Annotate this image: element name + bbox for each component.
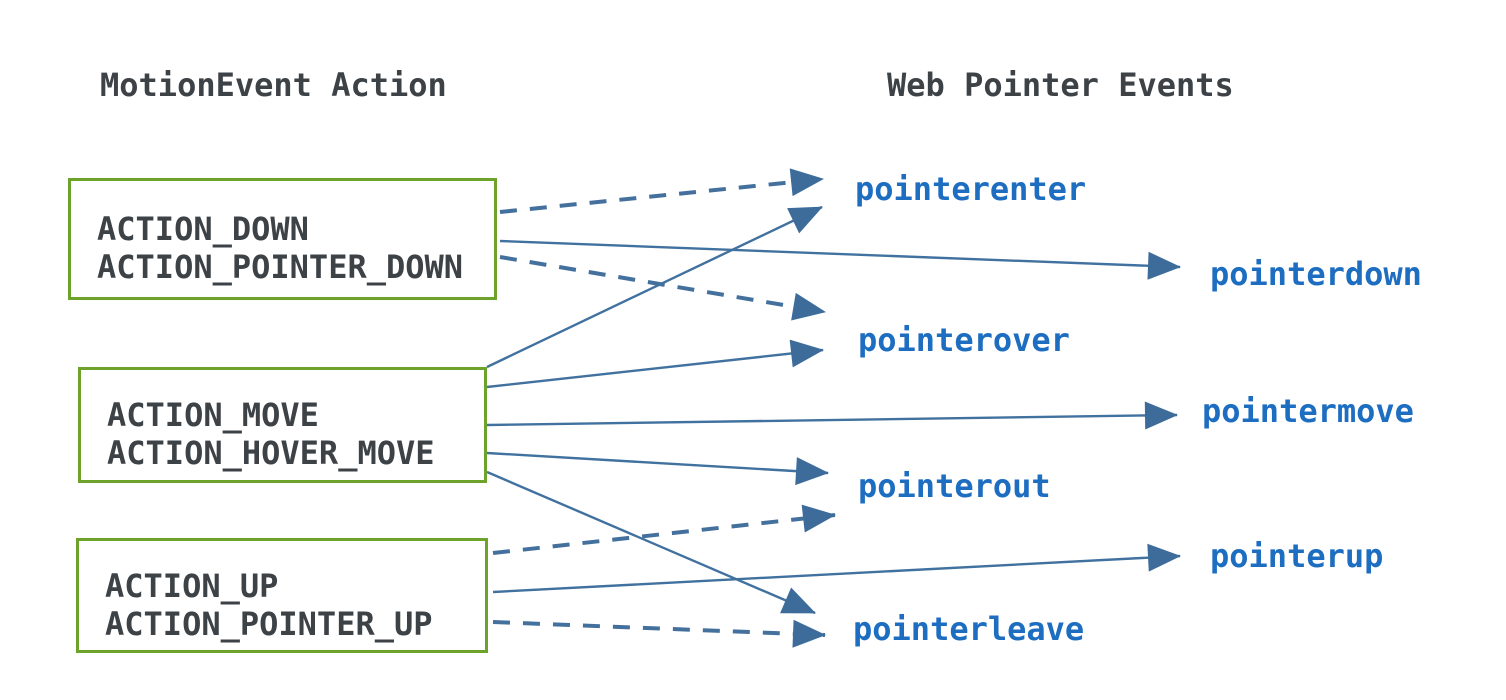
- arrow-up-to-pointerout-dashed: [492, 504, 836, 555]
- event-label-pointermove: pointermove: [1202, 392, 1414, 430]
- action-label: ACTION_DOWN: [97, 210, 309, 248]
- column-header-web-pointer-events: Web Pointer Events: [887, 66, 1234, 104]
- event-label-pointerup: pointerup: [1210, 537, 1384, 575]
- arrow-move-to-pointermove-solid: [486, 401, 1178, 430]
- arrow-down-to-pointerdown-solid: [499, 239, 1181, 280]
- event-label-pointerover: pointerover: [858, 321, 1070, 359]
- action-label: ACTION_POINTER_UP: [105, 604, 433, 643]
- action-label: ACTION_UP: [105, 566, 279, 605]
- event-label-pointerleave: pointerleave: [853, 610, 1085, 648]
- arrow-up-to-pointerup-solid: [492, 543, 1181, 594]
- action-label: ACTION_POINTER_DOWN: [97, 248, 464, 286]
- arrow-down-to-pointerenter-dashed: [499, 168, 824, 214]
- arrow-move-to-pointerover-solid: [486, 339, 824, 389]
- column-header-motionevent-action: MotionEvent Action: [100, 66, 447, 104]
- arrow-up-to-pointerleave-dashed: [492, 619, 826, 648]
- arrow-move-to-pointerout-solid: [486, 451, 829, 486]
- action-label: ACTION_MOVE: [107, 396, 319, 434]
- action-label: ACTION_HOVER_MOVE: [107, 434, 435, 472]
- event-label-pointerout: pointerout: [858, 467, 1051, 505]
- arrow-move-to-pointerenter-solid: [486, 205, 823, 369]
- event-label-pointerdown: pointerdown: [1210, 255, 1422, 293]
- arrow-move-to-pointerleave-solid: [486, 470, 816, 615]
- event-label-pointerenter: pointerenter: [855, 170, 1087, 208]
